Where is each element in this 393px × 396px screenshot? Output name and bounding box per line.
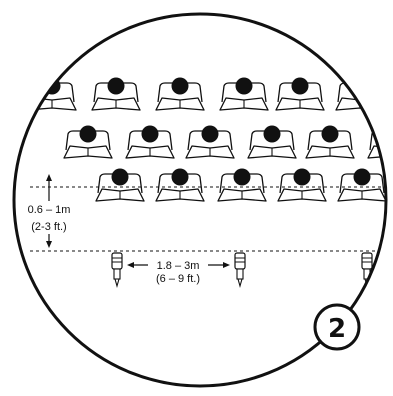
seated-person <box>247 125 297 159</box>
vertical-metric-label: 0.6 – 1m <box>28 204 71 216</box>
horizontal-imperial-label: (6 – 9 ft.) <box>156 273 200 285</box>
person-head <box>353 168 371 186</box>
person-head <box>321 125 339 143</box>
person-head <box>141 125 159 143</box>
person-head <box>291 77 309 95</box>
person-head <box>263 125 281 143</box>
seated-person <box>155 77 205 111</box>
microphone-icon <box>111 252 123 289</box>
seated-person <box>277 168 327 202</box>
person-head <box>171 77 189 95</box>
seated-person <box>275 77 325 111</box>
seated-person <box>219 77 269 111</box>
audience-group <box>27 77 386 202</box>
arrow-head-right <box>223 262 230 268</box>
arrow-head-down <box>46 241 52 248</box>
microphone-group <box>111 252 373 289</box>
seated-person <box>63 125 113 159</box>
seated-person <box>185 125 235 159</box>
arrow-head-left <box>127 262 134 268</box>
microphone-icon <box>234 252 246 289</box>
vertical-imperial-label: (2-3 ft.) <box>31 221 66 233</box>
person-head <box>171 168 189 186</box>
seated-person <box>217 168 267 202</box>
seated-person <box>305 125 355 159</box>
step-badge-circle <box>313 303 361 351</box>
arrow-head-up <box>46 174 52 181</box>
person-head <box>201 125 219 143</box>
seated-person <box>155 168 205 202</box>
person-head <box>235 77 253 95</box>
step-badge-number: 2 <box>328 314 346 344</box>
person-head <box>351 77 369 95</box>
vertical-dimension: 0.6 – 1m (2-3 ft.) <box>28 174 71 248</box>
seated-person <box>337 168 386 202</box>
person-head <box>79 125 97 143</box>
seated-person <box>95 168 145 202</box>
seated-person <box>91 77 141 111</box>
person-head <box>293 168 311 186</box>
seated-person <box>27 77 77 111</box>
horizontal-metric-label: 1.8 – 3m <box>157 260 200 272</box>
person-head <box>233 168 251 186</box>
person-head <box>111 168 129 186</box>
person-head <box>383 125 386 143</box>
seated-person <box>125 125 175 159</box>
horizontal-dimension: 1.8 – 3m (6 – 9 ft.) <box>127 260 230 285</box>
person-head <box>107 77 125 95</box>
step-badge: 2 <box>313 303 361 351</box>
frame-circle <box>12 12 388 388</box>
